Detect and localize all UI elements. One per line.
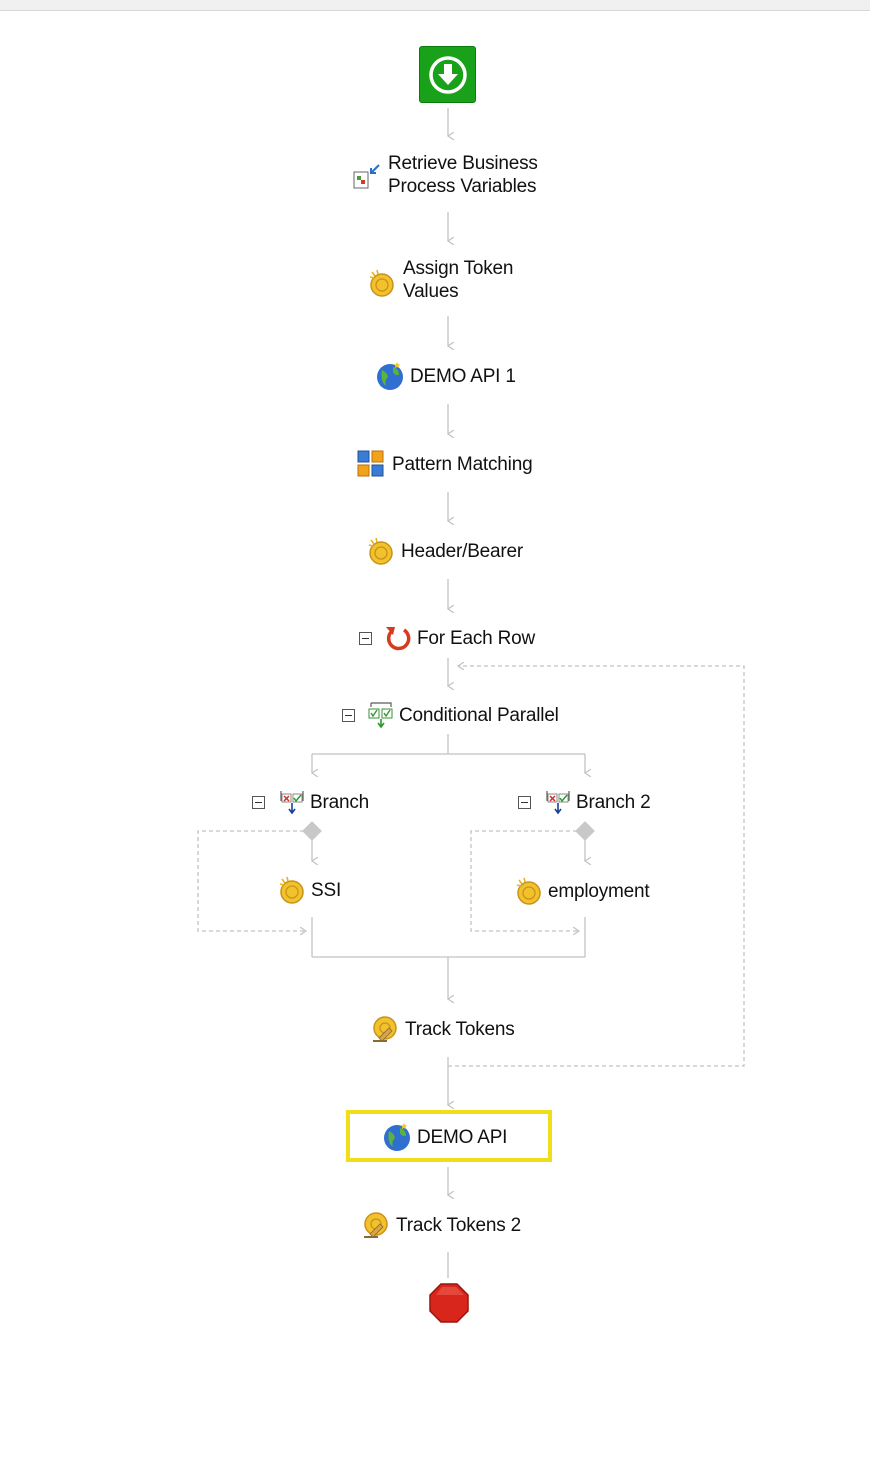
collapse-toggle-icon[interactable]	[252, 795, 265, 809]
collapse-toggle-icon[interactable]	[342, 708, 355, 722]
node-label: Track Tokens 2	[396, 1214, 521, 1236]
token-coin-icon	[516, 877, 541, 905]
node-for-each-row[interactable]: For Each Row	[359, 624, 535, 652]
top-toolbar-strip	[0, 0, 870, 11]
node-track-tokens-2[interactable]: Track Tokens 2	[361, 1210, 521, 1240]
node-label: Branch	[310, 791, 370, 813]
node-label: Retrieve Business Process Variables	[388, 153, 538, 197]
node-track-tokens[interactable]: Track Tokens	[370, 1014, 515, 1044]
token-coin-icon	[368, 537, 393, 565]
retrieve-variables-icon	[353, 164, 380, 189]
token-coin-icon	[369, 269, 394, 297]
stop-octagon-icon[interactable]	[428, 1282, 470, 1324]
node-branch[interactable]: Branch	[252, 788, 369, 816]
branch-icon	[280, 791, 304, 815]
node-label: DEMO API	[417, 1126, 508, 1148]
node-demo-api[interactable]: DEMO API	[382, 1122, 507, 1152]
track-tokens-icon	[373, 1016, 397, 1042]
token-coin-icon	[279, 876, 304, 904]
node-label: Pattern Matching	[392, 453, 533, 475]
globe-icon	[377, 362, 403, 390]
node-label: Track Tokens	[405, 1018, 515, 1040]
collapse-toggle-icon[interactable]	[359, 631, 372, 645]
start-arrow-icon	[428, 55, 467, 94]
node-employment[interactable]: employment	[514, 876, 650, 906]
collapse-toggle-icon[interactable]	[518, 795, 531, 809]
node-label: Branch 2	[576, 791, 651, 813]
node-retrieve-variables[interactable]: Retrieve Business Process Variables	[352, 152, 548, 198]
node-label: Conditional Parallel	[399, 704, 559, 726]
node-conditional-parallel[interactable]: Conditional Parallel	[342, 701, 559, 729]
node-label: For Each Row	[417, 627, 535, 649]
track-tokens-icon	[364, 1212, 388, 1238]
node-ssi[interactable]: SSI	[277, 875, 341, 905]
selection-highlight	[346, 1110, 552, 1162]
node-demo-api-1[interactable]: DEMO API 1	[375, 361, 516, 391]
node-pattern-matching[interactable]: Pattern Matching	[357, 450, 533, 478]
conditional-parallel-icon	[368, 702, 393, 729]
pattern-grid-icon	[357, 450, 384, 477]
node-assign-token-values[interactable]: Assign Token Values	[367, 257, 533, 303]
node-label: Assign Token Values	[403, 258, 514, 302]
start-node[interactable]	[419, 46, 476, 103]
node-label: DEMO API 1	[410, 365, 516, 387]
node-label: Header/Bearer	[401, 540, 524, 562]
node-label: employment	[548, 880, 650, 902]
branch-icon	[546, 791, 570, 815]
globe-icon	[384, 1123, 410, 1151]
loop-icon	[386, 627, 411, 651]
node-branch-2[interactable]: Branch 2	[518, 788, 651, 816]
node-header-bearer[interactable]: Header/Bearer	[366, 536, 523, 566]
node-label: SSI	[311, 879, 342, 901]
